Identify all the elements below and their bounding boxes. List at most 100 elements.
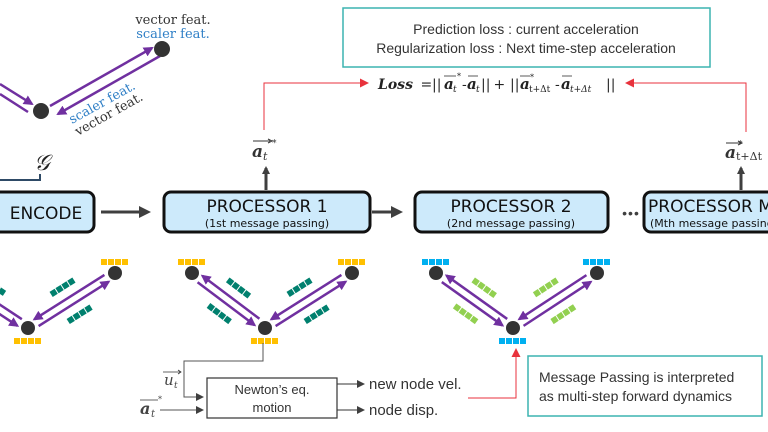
top-left-graph: vector feat. scaler feat. scaler feat. v… (0, 13, 211, 140)
mp-note: Message Passing is interpreted as multi-… (527, 355, 763, 417)
pm-output-label: a t+Δt * (725, 140, 763, 163)
loss-equals: = (416, 77, 437, 93)
edge-arrow-up (49, 46, 154, 108)
message-edge-arrow (0, 303, 23, 321)
processor-m-title: PROCESSOR M (648, 197, 768, 217)
loss-term1-a1-sup: * (457, 72, 461, 81)
feature-cell (583, 259, 589, 265)
feature-cell (477, 281, 486, 290)
feature-vector (286, 277, 313, 297)
message-edge-arrow (32, 273, 106, 321)
feature-cell (115, 259, 121, 265)
feature-cell (436, 259, 442, 265)
feature-cell (185, 259, 191, 265)
processor-2-title: PROCESSOR 2 (450, 197, 571, 217)
loss-term1-close: || (481, 77, 490, 93)
feature-cell (352, 259, 358, 265)
loss-lhs: Loss (377, 77, 413, 93)
loss-arrow-left (263, 78, 369, 130)
message-edge-arrow (269, 273, 343, 321)
message-edge-arrow (200, 274, 261, 320)
loss-note: Prediction loss : current acceleration R… (342, 7, 711, 68)
feature-cell (251, 338, 257, 344)
newton-input-a-sub: t (151, 409, 156, 420)
feature-cell (272, 338, 278, 344)
feature-cell (265, 338, 271, 344)
feature-vector (0, 283, 7, 296)
encode-block: ENCODE (0, 190, 96, 234)
p1-output-sup: * (272, 139, 277, 149)
loss-term2-a2-sub: t+Δt (570, 85, 592, 95)
feature-cell (506, 338, 512, 344)
feature-cell (520, 338, 526, 344)
feature-cell (242, 290, 252, 299)
feature-vector (471, 277, 497, 299)
feature-cell (258, 338, 264, 344)
loss-term2-close: || (606, 77, 615, 93)
newton-input-a: a (140, 399, 150, 418)
feature-vector (422, 259, 449, 265)
feature-cell (597, 259, 603, 265)
feature-cell (538, 285, 548, 294)
feature-cell (338, 259, 344, 265)
feature-cell (55, 284, 64, 294)
newton-input-a-sup: * (158, 395, 162, 404)
feature-cell (562, 308, 571, 317)
message-edge-arrow (441, 281, 505, 327)
feature-vector (14, 338, 41, 344)
feature-cell (309, 312, 318, 321)
feature-cell (488, 289, 497, 299)
loss-term1-minus: - (462, 77, 467, 93)
feature-cell (321, 304, 330, 313)
processor-2-block: PROCESSOR 2 (2nd message passing) (413, 190, 610, 234)
loss-term2-a1: a (520, 75, 530, 93)
node-vector-feat-label: vector feat. (134, 13, 210, 28)
feature-cell (67, 277, 76, 286)
feature-cell (192, 259, 198, 265)
feature-cell (231, 281, 240, 291)
feature-cell (513, 338, 519, 344)
message-edge-arrow (522, 280, 593, 327)
newton-output-disp: node disp. (369, 402, 438, 419)
loss-term2-minus: - (555, 77, 560, 93)
feature-cell (469, 315, 479, 325)
pm-output-sup: * (738, 140, 743, 150)
feature-cell (66, 315, 75, 325)
mp-note-box (527, 355, 763, 417)
feature-cell (0, 287, 7, 296)
feature-cell (212, 307, 221, 316)
feature-cell (178, 259, 184, 265)
feature-cell (550, 277, 559, 286)
feature-cell (550, 315, 559, 325)
graph-symbol: 𝒢 (34, 151, 53, 176)
message-edge-arrow (0, 312, 20, 327)
loss-note-line2: Regularization loss : Next time-step acc… (376, 40, 676, 56)
mp-note-line2: as multi-step forward dynamics (539, 388, 732, 404)
encode-box (0, 190, 96, 234)
processor-2-box (413, 190, 610, 234)
feature-cell (206, 303, 216, 312)
feature-cell (101, 259, 107, 265)
feature-cell (28, 338, 34, 344)
loss-arrow-right (625, 78, 747, 132)
edge-arrow-down (56, 54, 161, 116)
feature-cell (199, 259, 205, 265)
ellipsis: ••• (622, 205, 640, 221)
processor-m-subtitle: (Mth message passing) (650, 217, 768, 230)
feature-vector (101, 259, 128, 265)
loss-term1-open: || (432, 77, 441, 93)
feature-vector (583, 259, 610, 265)
loss-formula: Loss = || a t * - a t || + || a t+Δt * -… (377, 72, 615, 95)
feature-cell (359, 259, 365, 265)
graph-bracket (0, 174, 41, 181)
feature-vector (49, 277, 76, 297)
feature-vector (225, 277, 252, 299)
feature-cell (21, 338, 27, 344)
feature-cell (567, 304, 577, 313)
feature-cell (217, 311, 227, 320)
edge-arrow-in-left (0, 82, 34, 106)
feature-cell (464, 311, 473, 321)
node-scaler-feat-label: scaler feat. (136, 27, 210, 42)
feature-cell (590, 259, 596, 265)
message-edge-arrow (37, 280, 111, 328)
